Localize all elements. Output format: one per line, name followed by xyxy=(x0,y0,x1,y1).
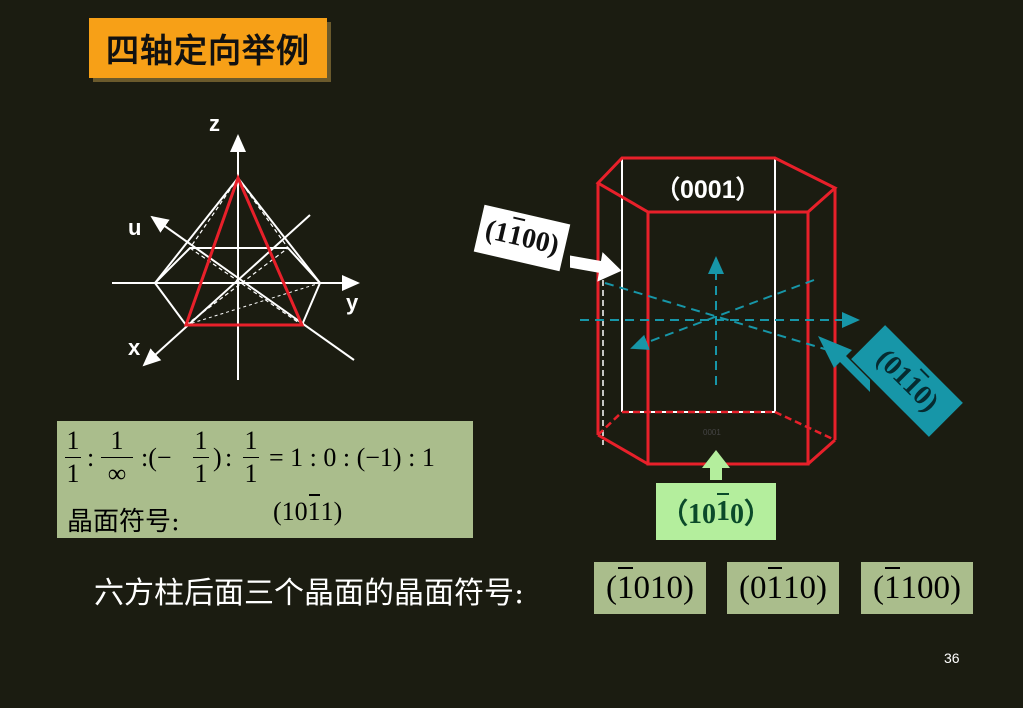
close-paren: ) xyxy=(213,443,222,472)
z-label: z xyxy=(209,111,220,136)
slide-title: 四轴定向举例 xyxy=(89,18,327,78)
y-label: y xyxy=(346,290,359,315)
front-face xyxy=(646,210,810,466)
bottom-face-label: 0001 xyxy=(703,428,721,437)
top-face-label: （0001） xyxy=(655,176,761,204)
white-arrow xyxy=(570,252,622,282)
fraction-2: 1∞ xyxy=(101,427,133,488)
question-text: 六方柱后面三个晶面的晶面符号: xyxy=(94,576,525,611)
red-plane-triangle xyxy=(183,173,305,327)
axes-diagram xyxy=(112,134,360,380)
x-label: x xyxy=(128,335,141,360)
hex-prism-diagram xyxy=(570,156,870,480)
page-number: 36 xyxy=(944,650,960,666)
crystal-symbol: (1011) xyxy=(273,494,343,526)
crystal-symbol-label: 晶面符号: xyxy=(67,507,180,537)
u-label: u xyxy=(128,215,142,240)
formula-result: = 1 : 0 : (−1) : 1 xyxy=(269,443,435,472)
green-arrow xyxy=(702,450,730,480)
x-axis-line xyxy=(142,214,311,367)
teal-arrow xyxy=(818,336,870,392)
colon-3: : xyxy=(225,443,233,472)
colon-1: : xyxy=(87,443,95,472)
open-neg: :(− xyxy=(141,443,172,472)
u-axis-line xyxy=(150,215,355,361)
